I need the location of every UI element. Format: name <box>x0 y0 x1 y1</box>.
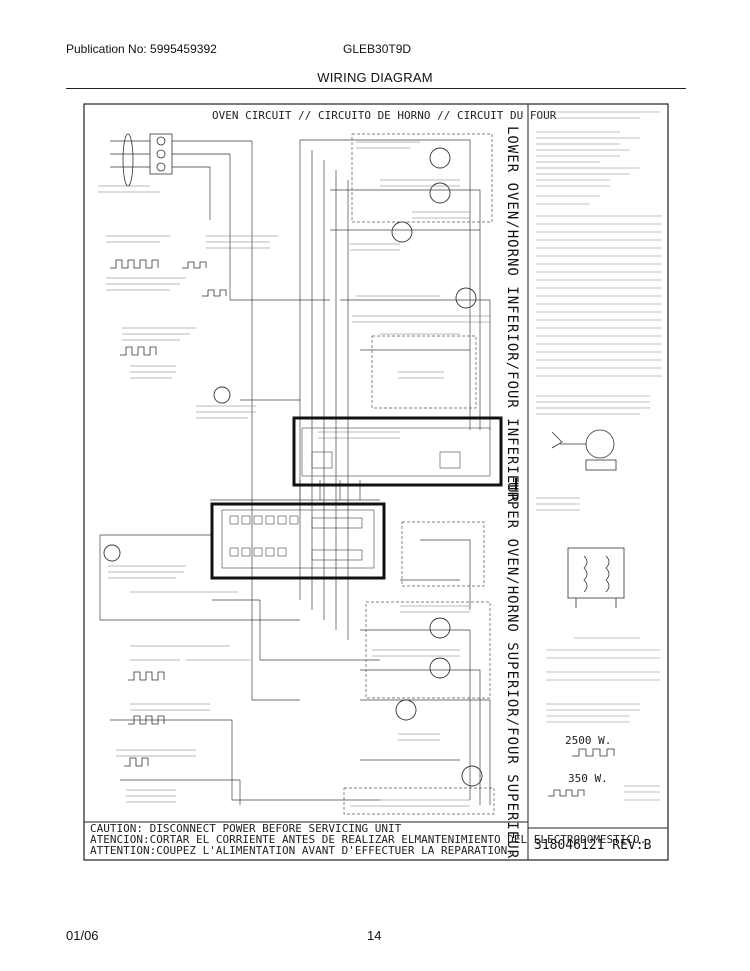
board-details <box>221 427 491 569</box>
header-rule <box>66 88 686 89</box>
latch-motor <box>551 429 617 471</box>
heating-elements <box>110 259 615 797</box>
legend-notes <box>536 395 650 415</box>
part-number: 318046121 REV:B <box>534 838 652 853</box>
caution-line-3: ATTENTION:COUPEZ L'ALIMENTATION AVANT D'… <box>90 844 514 857</box>
caution-line-2: ATENCION:CORTAR EL CORRIENTE ANTES DE RE… <box>90 833 646 846</box>
sub-assemblies <box>343 133 495 815</box>
publication-number: Publication No: 5995459392 <box>66 42 217 56</box>
fan-motors <box>103 147 483 787</box>
page-subtitle: WIRING DIAGRAM <box>317 70 433 85</box>
model-number: GLEB30T9D <box>343 42 412 56</box>
convection-element-wattage: 350 W. <box>568 772 608 785</box>
side-label-lower: LOWER OVEN/HORNO INFERIOR/FOUR INFERIEUR <box>504 126 520 503</box>
upper-control-board-highlight <box>210 502 386 580</box>
legend-area <box>536 111 660 205</box>
footer-page-number: 14 <box>367 928 382 943</box>
component-labels <box>98 141 490 807</box>
side-label-upper: UPPER OVEN/HORNO SUPERIOR/FOUR SUPERIEUR <box>504 482 520 859</box>
diagram-title: OVEN CIRCUIT // CIRCUITO DE HORNO // CIR… <box>212 109 557 122</box>
footer-date: 01/06 <box>66 928 99 943</box>
diagram-frame <box>83 103 669 861</box>
caution-line-1: CAUTION: DISCONNECT POWER BEFORE SERVICI… <box>90 822 402 835</box>
transformer <box>567 547 625 608</box>
wiring-lines <box>99 139 491 805</box>
lower-control-board-highlight <box>292 416 503 487</box>
terminal-block <box>110 133 252 187</box>
bake-element-wattage: 2500 W. <box>565 734 611 747</box>
wire-table <box>536 215 662 377</box>
